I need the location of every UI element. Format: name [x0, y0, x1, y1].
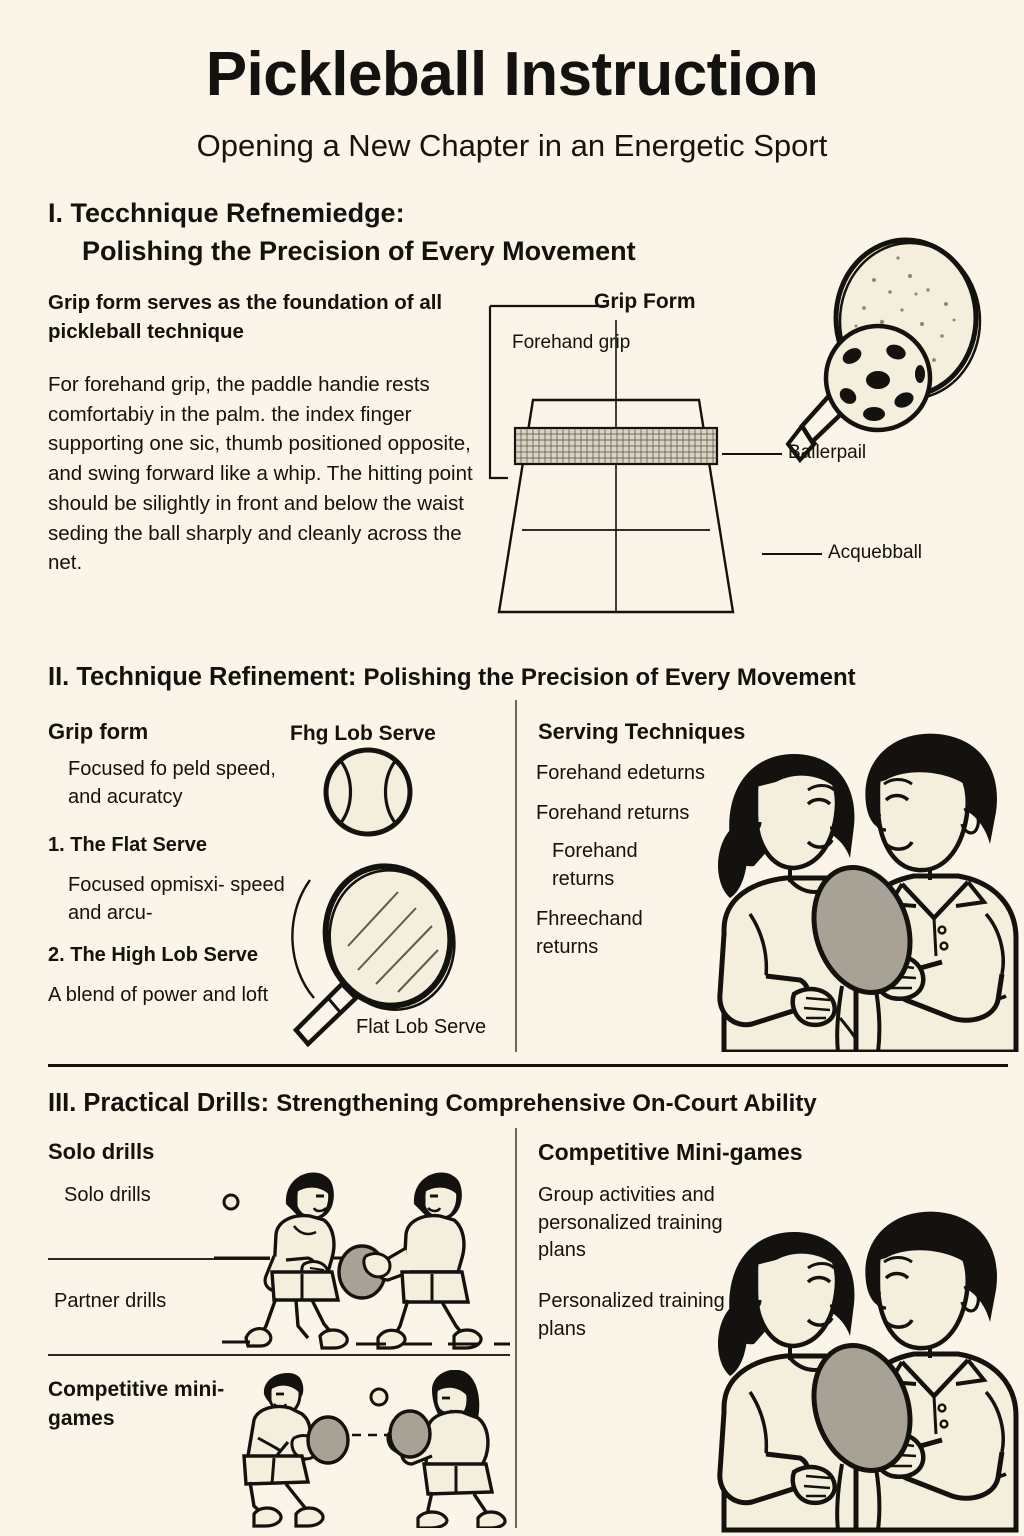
- section-1-body: For forehand grip, the paddle handie res…: [48, 373, 473, 575]
- mini-game-player-left: [242, 1373, 350, 1528]
- section-2-heading-number: II. Technique Refinement:: [48, 663, 357, 691]
- section-3-right-title: Competitive Mini-games: [538, 1139, 803, 1165]
- section-3-right-line2: Personalized training plans: [538, 1290, 725, 1340]
- section-2-right-title: Serving Techniques: [538, 719, 746, 744]
- partner-drill-svg: [214, 1172, 510, 1350]
- solo-drill-underline: [48, 1258, 270, 1260]
- partner-drill-underline: [48, 1354, 510, 1356]
- mini-game-illustration: [240, 1370, 515, 1528]
- section-1-heading: I. Tecchnique Refnemiedge: Polishing the…: [48, 194, 748, 271]
- section-2-left-item1-desc: Focused opmisxi- speed and arcu-: [68, 874, 285, 924]
- coach-pair-illustration: [690, 718, 1020, 1052]
- section-3-left-item2: Partner drills: [54, 1290, 167, 1312]
- section-2-left-item1: 1. The Flat Serve: [48, 834, 207, 856]
- label-fhg-lob-serve: Fhg Lob Serve: [290, 722, 436, 745]
- section-2-right-line1: Forehand edeturns: [536, 762, 706, 784]
- section-2-heading: II. Technique Refinement: Polishing the …: [48, 662, 1018, 693]
- section-2-right-line2: Forehand returns: [536, 802, 690, 824]
- partner-drill-illustration: [214, 1160, 514, 1350]
- drill-player-right: [362, 1172, 483, 1350]
- section-2-left-item2-desc: A blend of power and loft: [48, 984, 269, 1006]
- paddle-icon-2: [292, 863, 456, 1048]
- shared-paddle-icon: [811, 864, 913, 1052]
- label-forehand-grip: Forehand grip: [512, 332, 631, 353]
- section-3-heading-number: III. Practical Drills:: [48, 1089, 270, 1117]
- tennis-ball-icon: [323, 747, 413, 837]
- section-3-heading-subtitle: Strengthening Comprehensive On-Court Abi…: [276, 1090, 817, 1117]
- label-acquebball: Acquebball: [828, 542, 923, 563]
- mini-game-player-right: [386, 1370, 507, 1528]
- shared-paddle-icon-2: [811, 1342, 913, 1531]
- section-2-left-title: Grip form: [48, 719, 149, 744]
- drill-player-left: [244, 1172, 387, 1350]
- wiffle-ball-illustration: [823, 323, 933, 433]
- section-1-lead: Grip form serves as the foundation of al…: [48, 291, 443, 344]
- page-subtitle: Opening a New Chapter in an Energetic Sp…: [196, 128, 828, 163]
- section-2-left-sub1: Focused fo peld speed, and acuratcy: [68, 758, 276, 808]
- label-flat-lob-serve: Flat Lob Serve: [356, 1016, 487, 1038]
- section-divider-rule: [48, 1064, 1008, 1067]
- coach-pair-svg: [717, 733, 1019, 1052]
- serve-illustration-svg: [291, 747, 456, 1048]
- section-3-right-line1: Group activities and personalized traini…: [538, 1184, 723, 1262]
- serve-illustration: Fhg Lob Serve Flat Lob Serve: [270, 722, 510, 1050]
- court-diagram-svg: [488, 237, 982, 614]
- section-3-left-item1: Solo drills: [64, 1184, 151, 1206]
- section-1-heading-line2: Polishing the Precision of Every Movemen…: [82, 236, 636, 267]
- coach-pair-illustration-2: [690, 1190, 1020, 1536]
- section-2-left-item2: 2. The High Lob Serve: [48, 944, 259, 966]
- section-3-left-item3: Competitive mini-games: [48, 1378, 225, 1430]
- court-diagram: Grip Form Forehand grip Ballerpail Acque…: [486, 237, 1006, 622]
- mini-game-svg: [242, 1370, 507, 1528]
- page-title: Pickleball Instruction: [205, 40, 819, 109]
- section-3-heading: III. Practical Drills: Strengthening Com…: [48, 1088, 1018, 1119]
- section-3-column-divider: [515, 1128, 517, 1528]
- coach-pair-svg-2: [717, 1211, 1019, 1533]
- label-grip-form: Grip Form: [594, 290, 696, 313]
- section-3-left-title: Solo drills: [48, 1139, 155, 1164]
- label-ballerpail: Ballerpail: [788, 442, 867, 463]
- female-player-figure: [717, 754, 899, 1052]
- section-2-column-divider: [515, 700, 517, 1052]
- section-2-right-line3: Forehand returns: [552, 840, 638, 890]
- section-2-heading-subtitle: Polishing the Precision of Every Movemen…: [363, 664, 856, 691]
- section-2-right-line4: Fhreechand returns: [536, 908, 643, 958]
- section-1-heading-line1: I. Tecchnique Refnemiedge:: [48, 198, 405, 228]
